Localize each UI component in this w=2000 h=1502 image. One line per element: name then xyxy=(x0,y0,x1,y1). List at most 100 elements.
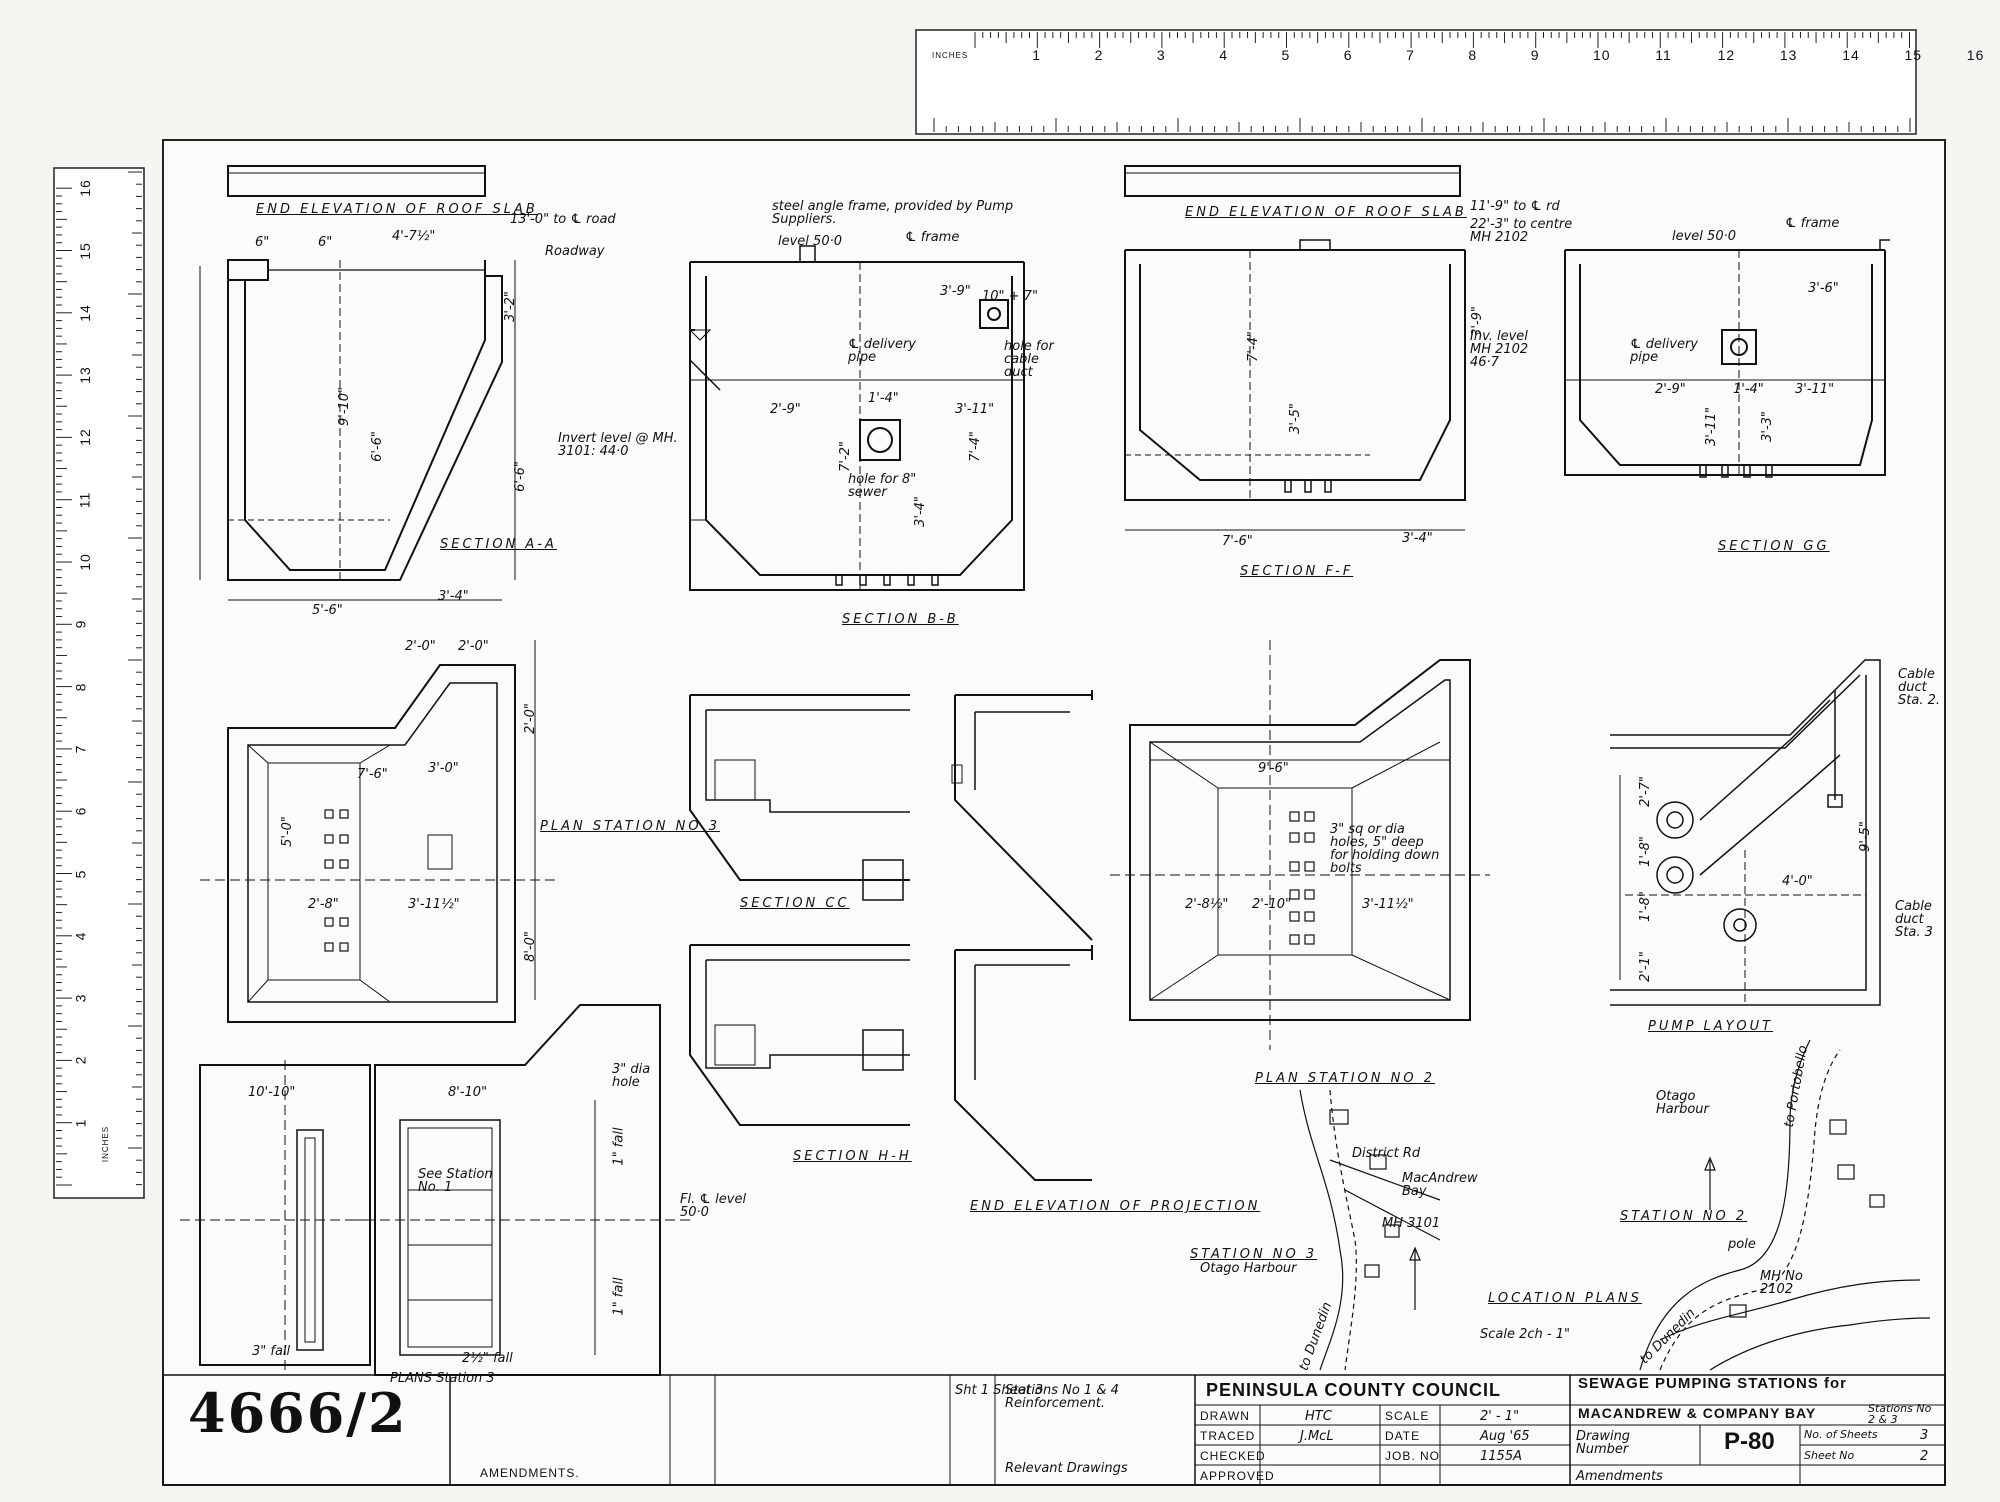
dim: 7'-4" xyxy=(967,431,983,462)
title-plan-station-2: PLAN STATION NO 2 xyxy=(1255,1071,1436,1086)
council-name: PENINSULA COUNTY COUNCIL xyxy=(1206,1380,1502,1400)
plan-station-2-drawing xyxy=(1110,640,1490,1050)
dim: 8'-0" xyxy=(522,931,538,962)
dim: 6'-6" xyxy=(369,431,385,462)
dim: 3'-11" xyxy=(955,402,995,417)
sheet-label: Sheet No xyxy=(1804,1449,1855,1462)
dim: 3'-4" xyxy=(1402,531,1433,546)
note-mh-2102: MH No 2102 xyxy=(1760,1269,1803,1297)
traced-value: J.McL xyxy=(1300,1429,1334,1444)
dim: 2'-7" xyxy=(1637,776,1653,807)
dim: 1'-8" xyxy=(1637,836,1653,867)
top-ruler-number: 4 xyxy=(1219,47,1228,63)
dim: 7'-2" xyxy=(837,441,853,472)
top-ruler-number: 13 xyxy=(1779,47,1798,63)
section-gg-drawing xyxy=(1564,239,1890,478)
sheets-value: 3 xyxy=(1920,1428,1929,1443)
sheet-value: 2 xyxy=(1920,1449,1929,1464)
note-otago-harbour-1: Otago Harbour xyxy=(1200,1261,1297,1276)
roof-slab-elevation-1 xyxy=(227,165,486,197)
dim: 5'-0" xyxy=(279,816,295,847)
project-line-2: MACANDREW & COMPANY BAY xyxy=(1578,1405,1817,1421)
side-ruler-number: 6 xyxy=(72,806,89,816)
date-value: Aug '65 xyxy=(1480,1429,1530,1444)
project-line-1: SEWAGE PUMPING STATIONS for xyxy=(1578,1375,1847,1392)
dim: 8'-10" xyxy=(448,1085,488,1100)
title-pump-layout: PUMP LAYOUT xyxy=(1648,1019,1774,1034)
side-ruler-number: 9 xyxy=(72,619,89,629)
title-plan-station-3: PLAN STATION NO 3 xyxy=(540,819,721,834)
dim: 3'-9" xyxy=(1469,306,1485,337)
dim: 5'-6" xyxy=(312,603,343,618)
relevant-drawings: Relevant Drawings xyxy=(1005,1461,1128,1476)
side-ruler-number: 10 xyxy=(76,553,93,571)
top-ruler-unit: INCHES xyxy=(932,51,969,60)
top-ruler-number: 8 xyxy=(1468,47,1478,63)
top-ruler-number: 11 xyxy=(1655,47,1672,63)
note-mh-3101: MH 3101 xyxy=(1382,1216,1441,1231)
dim: 7'-6" xyxy=(357,767,388,782)
dim: 3'-9" xyxy=(940,284,971,299)
side-ruler-number: 3 xyxy=(72,993,89,1003)
note-see-station: See Station No. 1 xyxy=(418,1167,493,1195)
note-to-cl-rd: 11'-9" to ℄ rd xyxy=(1470,199,1560,214)
note-fall-1b: 1" fall xyxy=(611,1277,627,1316)
dim: 3'-11" xyxy=(1795,382,1835,397)
dim: 3'-4" xyxy=(912,496,928,527)
note-delivery-pipe: ℄ delivery pipe xyxy=(848,337,916,365)
title-end-elevation-1: END ELEVATION OF ROOF SLAB xyxy=(256,202,538,217)
note-frame-gg: ℄ frame xyxy=(1785,216,1840,231)
title-section-gg: SECTION GG xyxy=(1718,539,1830,554)
note-fall-1: 1" fall xyxy=(611,1127,627,1166)
approved-label: APPROVED xyxy=(1200,1469,1275,1483)
note-frame: ℄ frame xyxy=(905,230,960,245)
top-ruler-number: 9 xyxy=(1530,47,1540,63)
drawn-value: HTC xyxy=(1305,1409,1332,1424)
roof-plan-left xyxy=(180,1060,371,1370)
note-inv-level: Inv. level MH 2102 46·7 xyxy=(1470,329,1529,370)
top-ruler-number: 6 xyxy=(1343,47,1353,63)
side-ruler-number: 13 xyxy=(76,366,93,384)
note-hole-sewer: hole for 8" sewer xyxy=(848,472,917,500)
dim: 1'-4" xyxy=(1733,382,1764,397)
job-value: 1155A xyxy=(1480,1449,1522,1464)
side-ruler-number: 8 xyxy=(72,682,89,691)
drawing-border xyxy=(162,139,1946,1486)
side-ruler-number: 5 xyxy=(72,869,89,878)
note-steel-angle: steel angle frame, provided by Pump Supp… xyxy=(772,199,1014,227)
note-delivery-pipe-gg: ℄ delivery pipe xyxy=(1630,337,1698,365)
dim: 3'-11" xyxy=(1704,406,1720,447)
location-plan-station-2 xyxy=(1639,1039,1931,1371)
dim: 2'-0" xyxy=(405,639,436,654)
dim: 1'-4" xyxy=(868,391,899,406)
dim: 4'-7½" xyxy=(392,229,436,244)
roof-slab-elevation-2 xyxy=(1124,165,1461,197)
date-label: DATE xyxy=(1385,1429,1421,1443)
note-hole-dia: 3" dia hole xyxy=(612,1062,651,1090)
location-scale: Scale 2ch - 1" xyxy=(1480,1327,1570,1342)
dim: 2'-1" xyxy=(1637,951,1653,982)
top-ruler-number: 7 xyxy=(1406,47,1415,63)
note-fall-2: 2½" fall xyxy=(462,1351,513,1366)
dim: 7'-4" xyxy=(1245,331,1261,362)
dim: 1'-8" xyxy=(1637,891,1653,922)
dim: 3'-6" xyxy=(1808,281,1839,296)
note-roadway: Roadway xyxy=(545,244,605,259)
side-ruler-number: 2 xyxy=(72,1055,89,1065)
amendments-left: AMENDMENTS. xyxy=(480,1466,580,1480)
dim: 2'-0" xyxy=(522,703,538,734)
dim: 3'-5" xyxy=(1287,403,1303,434)
top-ruler-number: 14 xyxy=(1842,47,1860,63)
dim: 2'-9" xyxy=(770,402,801,417)
section-cc-drawing xyxy=(689,690,1093,941)
dim: 3'-3" xyxy=(1759,411,1775,442)
top-ruler-number: 2 xyxy=(1094,47,1104,63)
top-ruler-number: 10 xyxy=(1593,47,1611,63)
top-ruler xyxy=(915,29,1917,135)
note-macandrew-bay: MacAndrew Bay xyxy=(1402,1171,1478,1199)
top-ruler-number: 15 xyxy=(1904,47,1923,63)
note-to-centre-mh: 22'-3" to centre MH 2102 xyxy=(1470,217,1573,245)
section-ff-drawing xyxy=(1124,239,1466,531)
note-station-2: STATION NO 2 xyxy=(1620,1209,1748,1224)
pump-layout-drawing xyxy=(1610,659,1881,1006)
